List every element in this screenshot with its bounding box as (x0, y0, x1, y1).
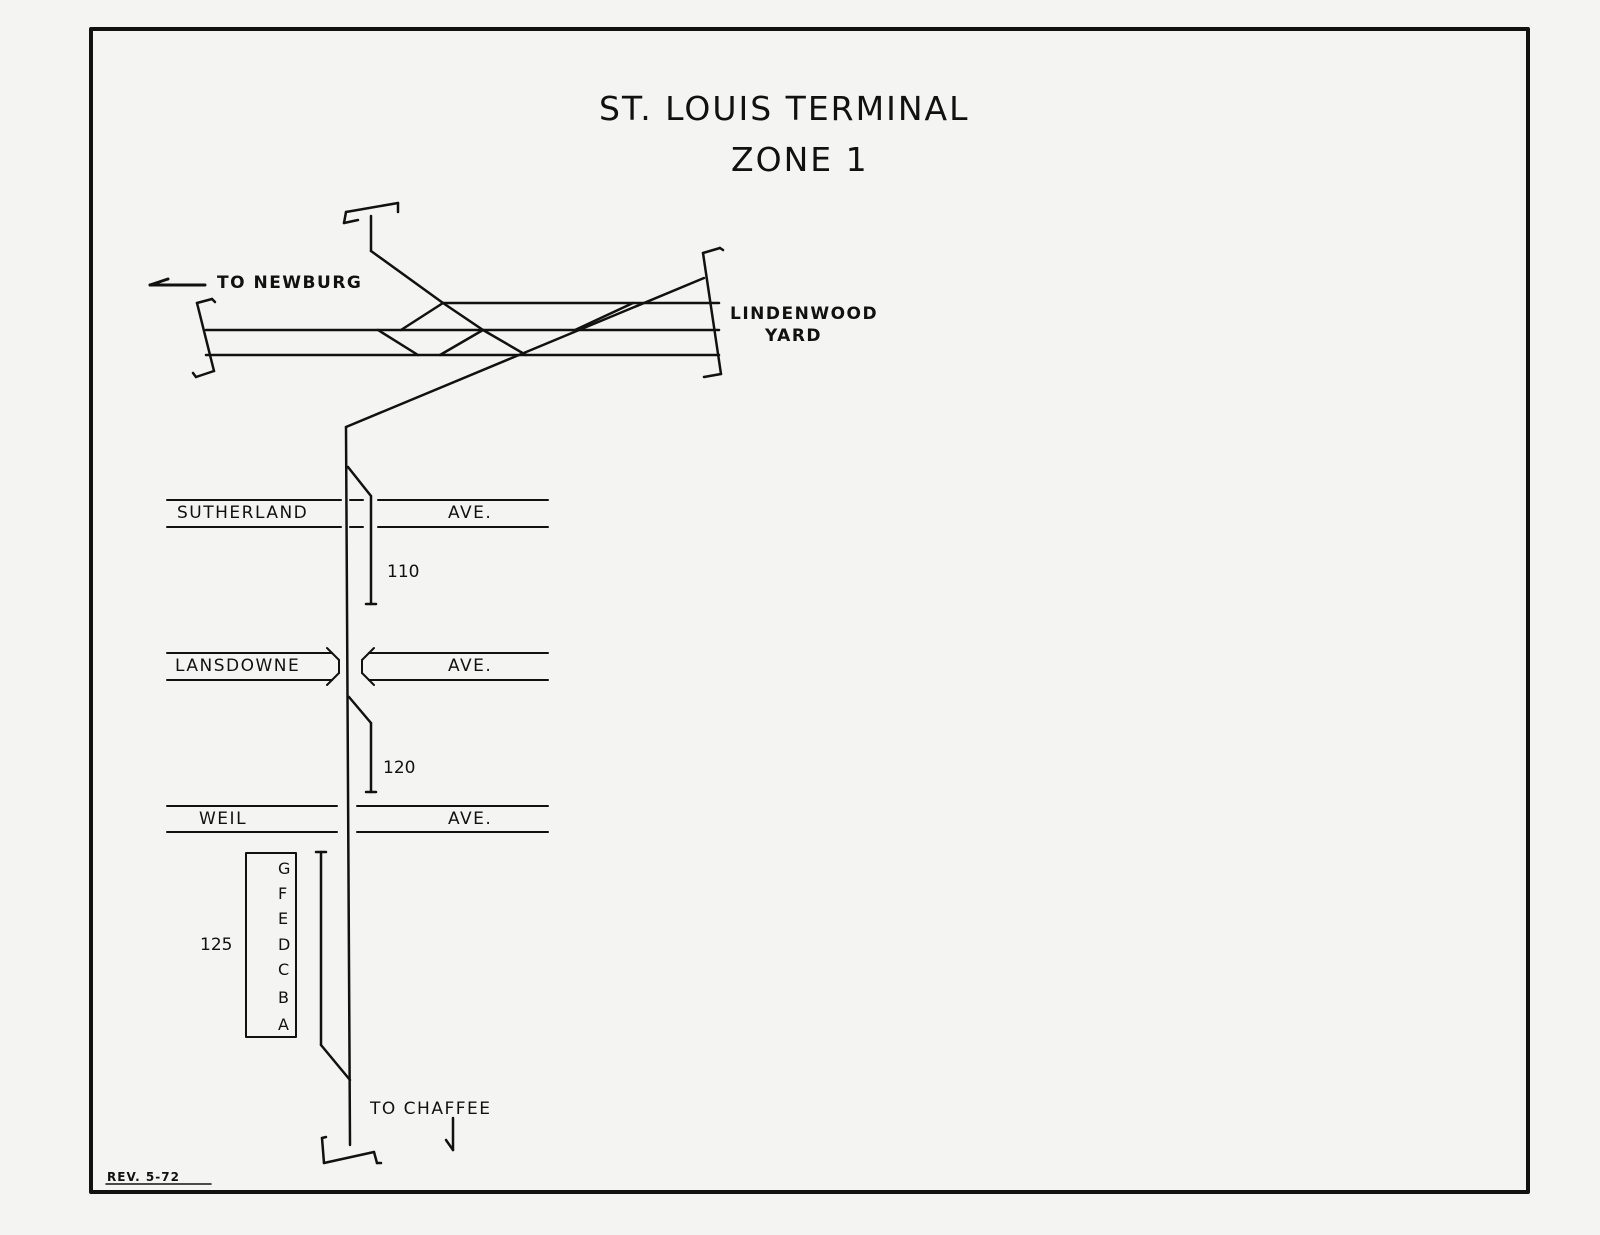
yard-track-letter: G (278, 859, 291, 878)
revision-label: REV. 5-72 (107, 1170, 180, 1184)
street-name-sutherland: SUTHERLAND (177, 503, 309, 523)
south-break-mark (320, 1135, 383, 1165)
track-110-label: 110 (387, 562, 420, 582)
page-title: ST. LOUIS TERMINAL (599, 89, 970, 128)
yard-track-letter: F (278, 884, 288, 903)
yard-track-box (245, 852, 297, 1038)
siding-120 (347, 695, 378, 794)
yard-east-end (701, 246, 725, 379)
page-subtitle: ZONE 1 (731, 140, 869, 179)
track-120-label: 120 (383, 758, 416, 778)
to-chaffee-label: TO CHAFFEE (370, 1099, 492, 1119)
street-name-weil: WEIL (199, 809, 248, 829)
lindenwood-yard-tracks (204, 214, 721, 429)
yard-track-letter: B (278, 988, 289, 1007)
yard-track-letter: C (278, 960, 290, 979)
siding-110 (346, 465, 378, 606)
yard-track-letter: E (278, 909, 289, 928)
siding-125 (314, 850, 352, 1082)
north-break-mark (342, 201, 400, 225)
lansdowne-ave-lines (166, 647, 549, 686)
main-line (344, 425, 352, 1147)
street-suffix-sutherland: AVE. (448, 503, 493, 523)
lindenwood-yard-label-line1: LINDENWOOD (730, 304, 879, 324)
to-newburg-label: TO NEWBURG (217, 273, 363, 293)
street-suffix-weil: AVE. (448, 809, 493, 829)
sutherland-ave-lines (166, 499, 549, 528)
street-name-lansdowne: LANSDOWNE (175, 656, 301, 676)
weil-ave-lines (166, 805, 549, 833)
diagram-border (89, 27, 1530, 1194)
newburg-arrow (148, 277, 207, 287)
yard-west-end (191, 297, 217, 379)
lindenwood-yard-label-line2: YARD (765, 326, 823, 346)
street-suffix-lansdowne: AVE. (448, 656, 493, 676)
track-125-label: 125 (200, 935, 233, 955)
yard-track-letter: A (278, 1015, 289, 1034)
chaffee-arrow (444, 1116, 455, 1152)
yard-track-letter: D (278, 935, 291, 954)
